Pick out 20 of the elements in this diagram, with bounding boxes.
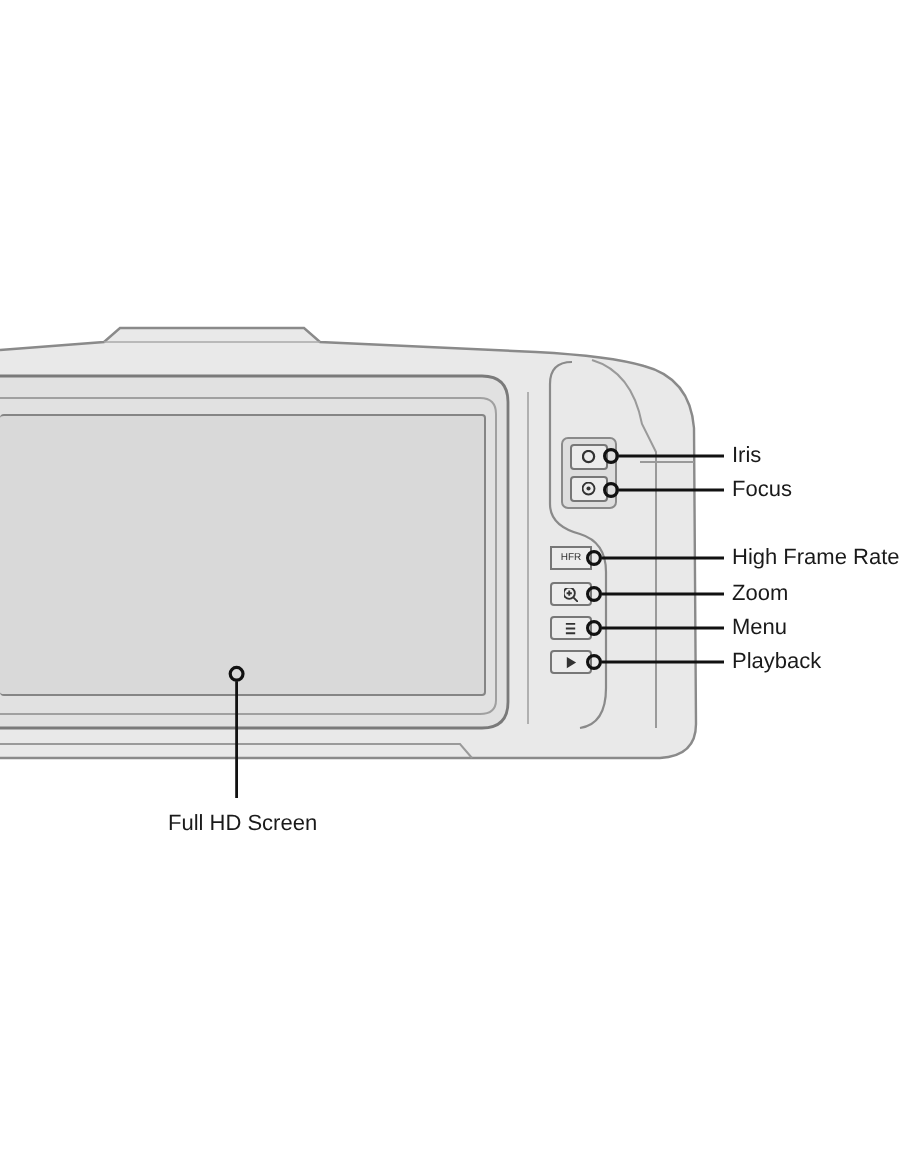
camera-button [550, 582, 592, 606]
leader-line [586, 654, 724, 670]
leader-line [586, 620, 724, 636]
callout-label: Menu [732, 614, 788, 642]
callout-label: Zoom [732, 580, 789, 608]
leader-line [228, 665, 245, 798]
leader-line [586, 586, 724, 602]
callout-label: High Frame Rate [732, 544, 900, 572]
leader-line [603, 448, 724, 464]
display-screen [0, 414, 486, 696]
leader-line [603, 482, 724, 498]
callout-label: Playback [732, 648, 822, 676]
callout-label: Focus [732, 476, 792, 504]
leader-line [586, 550, 724, 566]
camera-button [550, 650, 592, 674]
camera-button [570, 444, 608, 470]
callout-label: Full HD Screen [168, 810, 318, 838]
callout-label: Iris [732, 442, 762, 470]
camera-button [570, 476, 608, 502]
camera-button [550, 616, 592, 640]
